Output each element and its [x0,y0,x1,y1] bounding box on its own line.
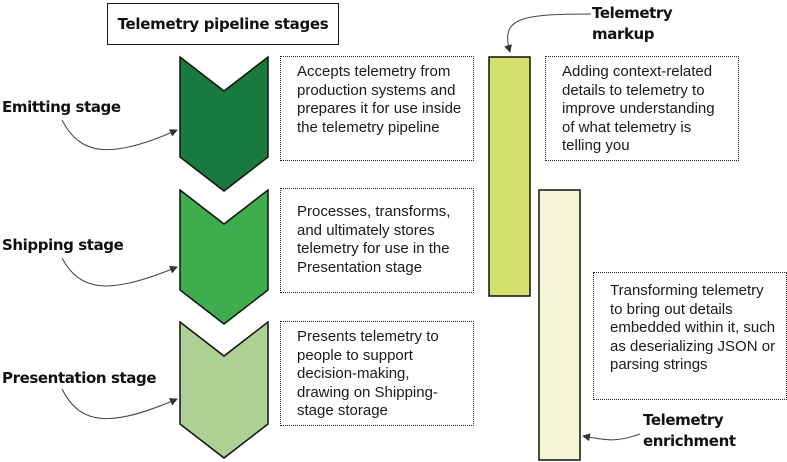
telemetry-markup-bar [488,56,531,297]
shipping-stage-label: Shipping stage [2,236,124,254]
emitting-stage-label: Emitting stage [2,98,121,116]
emitting-stage-description: Accepts telemetry from production system… [280,56,474,161]
presentation-stage-label: Presentation stage [2,369,157,387]
shipping-stage-description: Processes, transforms, and ultimately st… [280,188,474,293]
emitting-arrow [61,119,178,151]
telemetry-markup-label-line2: markup [592,25,655,43]
telemetry-enrichment-label: Telemetry enrichment [643,410,736,452]
telemetry-enrichment-label-line1: Telemetry [643,411,724,429]
presentation-stage-description: Presents telemetry to people to support … [280,321,474,426]
presentation-arrow [61,388,178,420]
telemetry-enrichment-description: Transforming telemetry to bring out deta… [593,272,787,400]
telemetry-markup-label-line1: Telemetry [592,4,673,22]
telemetry-markup-description: Adding context-related details to teleme… [545,56,739,161]
markup-arrow [504,13,592,53]
shipping-stage-chevron [179,188,269,325]
diagram-title: Telemetry pipeline stages [107,3,339,45]
presentation-stage-chevron [179,320,269,459]
telemetry-enrichment-label-line2: enrichment [643,432,736,450]
emitting-stage-chevron [179,55,269,192]
shipping-arrow [61,257,178,287]
telemetry-enrichment-bar [538,189,581,461]
enrichment-arrow [582,433,641,442]
telemetry-markup-label: Telemetry markup [592,3,673,45]
